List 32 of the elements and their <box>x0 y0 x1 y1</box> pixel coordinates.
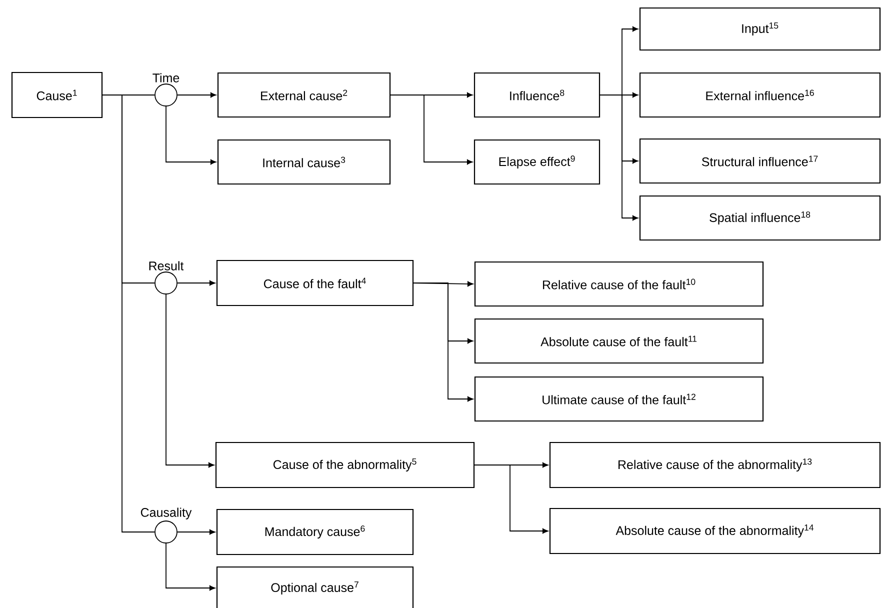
process-box: Spatial influence$^{18}$ <box>639 195 881 241</box>
arrow <box>166 294 214 468</box>
node-label: Causality <box>140 508 192 520</box>
process-box: Influence$^{8}$ <box>474 72 600 118</box>
node-label: Result <box>149 261 184 270</box>
connector-line <box>102 94 155 532</box>
process-box: Input$^{15}$ <box>639 7 881 51</box>
process-box: Relative cause of the abnormality$^{13}$ <box>549 442 881 488</box>
process-box: Relative cause of the fault$^{10}$ <box>474 261 764 307</box>
process-box: Mandatory cause$^{6}$ <box>216 508 414 556</box>
process-box: Absolute cause of the abnormality$^{14}$ <box>549 508 881 554</box>
arrow <box>474 464 548 534</box>
node-label: Time <box>152 73 180 82</box>
arrow <box>390 94 473 165</box>
arrow <box>177 529 216 535</box>
process-box: Cause$^{1}$ <box>11 72 103 118</box>
arrow <box>413 282 474 402</box>
process-box: Cause of the abnormality$^{5}$ <box>215 442 475 488</box>
arrow <box>600 94 638 221</box>
process-box: External influence$^{16}$ <box>639 72 881 118</box>
process-box: Cause of the fault$^{4}$ <box>216 260 414 306</box>
process-box: External cause$^{2}$ <box>217 72 391 118</box>
process-box: Absolute cause of the fault$^{11}$ <box>474 318 764 364</box>
arrow <box>166 106 216 165</box>
process-box: Internal cause$^{3}$ <box>217 139 391 185</box>
arrow <box>177 280 216 286</box>
arrow <box>177 92 216 98</box>
process-box: Optional cause$^{7}$ <box>216 566 414 608</box>
process-box: Structural influence$^{17}$ <box>639 138 881 184</box>
process-box: Ultimate cause of the fault$^{12}$ <box>474 376 764 422</box>
arrow <box>166 543 216 591</box>
process-box: Elapse effect$^{9}$ <box>474 139 600 185</box>
